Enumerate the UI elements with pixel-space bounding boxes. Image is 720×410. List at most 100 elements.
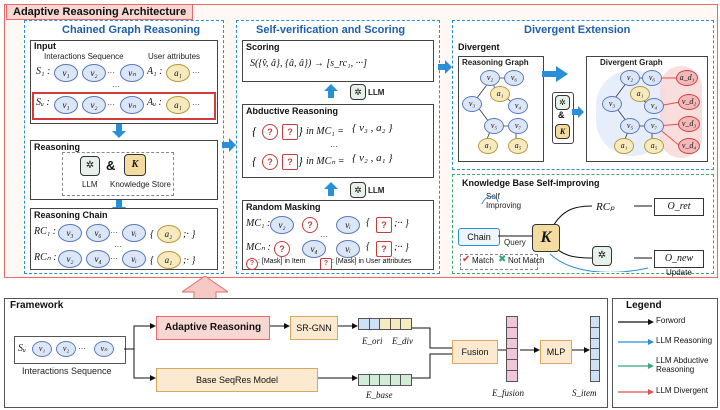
row1-attr-label: A₁ :: [147, 66, 163, 77]
rcn-node-a: v₂: [58, 250, 82, 268]
mcn-node-c: vᵢ: [336, 240, 360, 258]
mc1-masked-attr: ?: [376, 217, 392, 233]
arrow-middle-to-right: [438, 60, 452, 74]
mc1-masked-item: ?: [302, 217, 318, 233]
legend-mask-item: : [Mask] in Item: [258, 258, 306, 265]
dg-node-v7: v₇: [644, 118, 664, 134]
query-label: Query: [504, 238, 526, 247]
mc1-node-c: vᵢ: [336, 216, 360, 234]
reasoning-graph-label: Reasoning Graph: [462, 58, 529, 67]
kb-title: Knowledge Base Self-improving: [462, 178, 600, 188]
rc1-ellipsis: ···: [110, 228, 118, 237]
kb-k-icon: K: [532, 224, 560, 252]
mc1-set-open: {: [366, 217, 370, 228]
rg-attr-a1: a₁: [490, 86, 510, 102]
reasoning-chain-label: Reasoning Chain: [34, 210, 108, 220]
dg-attr-a5: a₅: [644, 138, 664, 154]
rcn-label: RCₙ :: [34, 252, 57, 263]
row1-attr-ellipsis: ···: [192, 68, 200, 77]
dg-node-v5: v₅: [620, 118, 640, 134]
abductive-row1-text: in MC₁ =: [306, 126, 345, 137]
legend-arrows: [618, 319, 654, 395]
rc1-set: { a₂ ;· }: [150, 225, 195, 243]
abductive-row1-open: {: [252, 124, 257, 138]
masked-attr-n: ?: [282, 154, 298, 170]
abductive-row1-close: }: [298, 124, 303, 138]
rc-ellipsis: ···: [114, 242, 122, 251]
arrow-input-to-reasoning: [112, 124, 126, 138]
node-vn-rowu: vₙ: [120, 96, 144, 114]
mc1-node-a: v₂: [270, 216, 294, 234]
node-vn-row1: vₙ: [120, 64, 144, 82]
update-label: Update: [666, 268, 692, 277]
rowu-label: Sᵤ :: [36, 97, 50, 108]
masked-item-n: ?: [262, 154, 278, 170]
abductive-rown-result: { v₂ , a₁ }: [352, 152, 393, 164]
input-label: Input: [34, 41, 56, 51]
rc1-node-a: v₃: [58, 224, 82, 242]
dg-node-v4: v₄: [644, 98, 664, 114]
rg-attr-a5: a₅: [508, 138, 528, 154]
reasoning-inner: [62, 152, 174, 196]
e-div-label: E_div: [392, 336, 413, 346]
fw-node-v1: v₁: [32, 341, 52, 357]
rcn-node-b: v₄: [86, 250, 110, 268]
not-match-x-icon: ✖: [498, 254, 507, 265]
llm-icon-kb: ✲: [592, 246, 612, 266]
rcn-set: { a₁ ;· }: [150, 251, 195, 269]
architecture-title: Adaptive Reasoning Architecture: [6, 4, 194, 20]
fw-node-vn: vₙ: [94, 341, 114, 357]
legend-item-llm-divergent: LLM Divergent: [656, 386, 709, 395]
rowu-attr-ellipsis: ···: [192, 100, 200, 109]
llm-label: LLM: [82, 180, 98, 189]
abductive-ellipsis: ···: [330, 142, 338, 151]
oret-box: O_ret: [654, 198, 704, 216]
rg-node-v2: v₂: [480, 70, 500, 86]
amp: &: [106, 158, 116, 173]
e-fusion-vector: [506, 316, 518, 382]
llm-icon-abductive: ✲: [350, 182, 366, 198]
scoring-box: [242, 40, 434, 82]
rowu-attr-label: Aᵤ :: [147, 97, 162, 108]
dg-attr-a1: a₁: [630, 86, 650, 102]
rg-node-v5: v₅: [484, 118, 504, 134]
legend-mask-item-icon: ?: [246, 258, 258, 270]
k-icon-divergent: K: [555, 124, 570, 139]
dg-node-v2: v₂: [620, 70, 640, 86]
row1-label: S₁ :: [36, 66, 51, 77]
sr-gnn-box: SR-GNN: [290, 316, 338, 340]
rg-node-v6: v₆: [504, 70, 524, 86]
fusion-box: Fusion: [452, 340, 498, 364]
masked-attr-1: ?: [282, 124, 298, 140]
e-ori-vector: [358, 318, 412, 330]
highlighted-row: [32, 92, 216, 120]
rg-node-v7: v₇: [508, 118, 528, 134]
rg-node-v3: v₃: [462, 96, 482, 112]
chained-graph-title: Chained Graph Reasoning: [62, 24, 201, 36]
dg-node-vd2: v_d₂: [678, 94, 700, 110]
legend-title: Legend: [626, 300, 662, 311]
dg-node-vd3: v_d₃: [678, 116, 700, 132]
legend-item-llm-abductive: LLM Abductive Reasoning: [656, 356, 709, 374]
attr-a1-row1: a₁: [166, 64, 190, 82]
adaptive-reasoning-box: Adaptive Reasoning: [156, 316, 270, 340]
rg-attr-a1b: a₁: [478, 138, 498, 154]
s-item-label: S_item: [572, 388, 597, 398]
llm-icon-scoring: ✲: [350, 84, 366, 100]
knowledge-store-label: Knowledge Store: [110, 180, 171, 189]
arrow-masking-to-abductive: [324, 182, 338, 196]
llm-label-abductive: LLM: [368, 186, 385, 195]
divergent-label: Divergent: [458, 42, 500, 52]
framework-seq-label: Interactions Sequence: [22, 366, 112, 376]
e-fusion-label: E_fusion: [492, 388, 525, 398]
rc1-node-c: vᵢ: [122, 224, 146, 242]
mc1-label: MC₁ :: [246, 218, 271, 229]
not-match-label: Not Match: [508, 256, 545, 265]
rcn-ellipsis: ···: [110, 254, 118, 263]
dg-attr-ad1: a_d₁: [676, 70, 698, 86]
abductive-label: Abductive Reasoning: [246, 106, 339, 116]
legend-item-llm-reasoning: LLM Reasoning: [656, 336, 713, 345]
onew-box: O_new: [654, 250, 704, 268]
arrow-left-to-middle: [222, 138, 236, 152]
